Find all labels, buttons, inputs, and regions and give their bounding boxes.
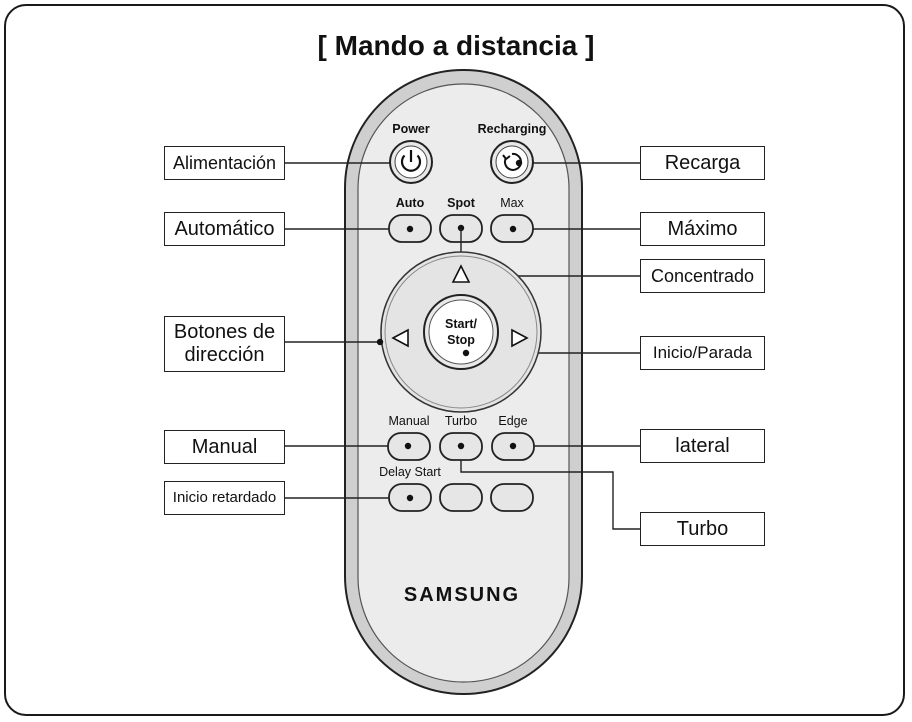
edge-label: Edge — [498, 414, 527, 428]
up-arrow-icon — [451, 264, 471, 283]
left-arrow-icon — [391, 328, 409, 348]
blank-button-2 — [490, 483, 534, 512]
delay-start-label: Delay Start — [379, 465, 441, 479]
label-botones-line2: dirección — [184, 344, 265, 366]
label-concentrado: Concentrado — [640, 259, 765, 293]
recharging-label: Recharging — [478, 122, 547, 136]
label-turbo: Turbo — [640, 512, 765, 546]
manual-label: Manual — [389, 414, 430, 428]
label-lateral: lateral — [640, 429, 765, 463]
right-arrow-icon — [511, 328, 529, 348]
label-botones-line1: Botones de — [173, 321, 276, 343]
label-alimentacion: Alimentación — [164, 146, 285, 180]
blank-button-1 — [439, 483, 483, 512]
label-recarga: Recarga — [640, 146, 765, 180]
label-botones-direccion: Botones de dirección — [164, 316, 285, 372]
label-manual: Manual — [164, 430, 285, 464]
spot-label: Spot — [447, 196, 476, 210]
recharge-icon — [502, 152, 522, 171]
diagram-title: [ Mando a distancia ] — [317, 30, 595, 61]
power-label: Power — [392, 122, 430, 136]
turbo-label: Turbo — [445, 414, 477, 428]
recharging-anchor-dot — [515, 159, 523, 167]
start-stop-label-line2: Stop — [447, 333, 475, 347]
auto-label: Auto — [396, 196, 425, 210]
power-icon — [400, 150, 422, 172]
label-maximo: Máximo — [640, 212, 765, 246]
label-inicio-retardado: Inicio retardado — [164, 481, 285, 515]
label-inicio-parada: Inicio/Parada — [640, 336, 765, 370]
start-stop-label-line1: Start/ — [445, 317, 477, 331]
max-label: Max — [500, 196, 524, 210]
label-automatico: Automático — [164, 212, 285, 246]
samsung-logo: SAMSUNG — [404, 584, 520, 606]
